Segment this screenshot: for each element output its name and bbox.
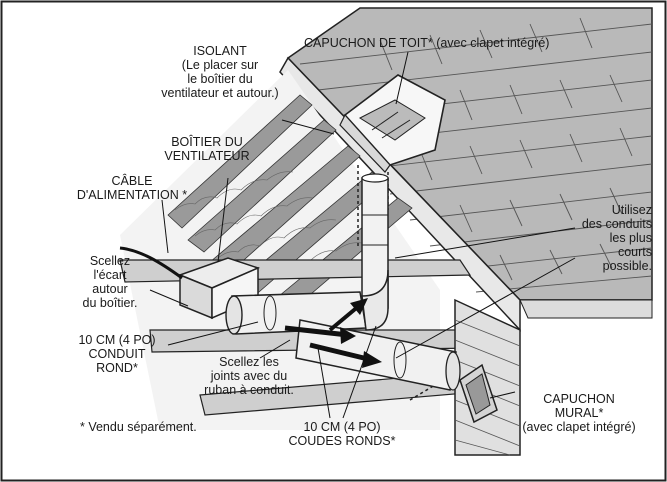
label-short-ducts-line-4: courts	[617, 245, 652, 259]
wall-cap	[459, 363, 498, 424]
airflow-arrows	[284, 298, 382, 368]
label-short-ducts-line-2: des conduits	[581, 217, 652, 231]
label-seal-gap-line-3: autour	[92, 282, 128, 296]
label-round-elbows: 10 CM (4 PO) COUDES RONDS*	[282, 420, 402, 448]
label-power-cable-line-1: CÂBLE	[111, 174, 153, 188]
fan-housing	[177, 257, 261, 320]
label-sold-separately: * Vendu séparément.	[80, 420, 197, 434]
label-roof-cap: CAPUCHON DE TOIT* (avec clapet intégré)	[304, 36, 550, 50]
label-round-duct: 10 CM (4 PO) CONDUIT ROND*	[62, 333, 172, 375]
label-wall-cap-line-1: CAPUCHON	[543, 392, 615, 406]
label-seal-joints-line-1: Scellez les	[219, 355, 279, 369]
label-insulation-line-1: ISOLANT	[193, 44, 247, 58]
label-wall-cap: CAPUCHON MURAL* (avec clapet intégré)	[504, 392, 654, 434]
label-short-ducts-line-1: Utilisez	[611, 203, 652, 217]
horizontal-duct	[225, 269, 461, 391]
label-seal-joints-line-2: joints avec du	[210, 369, 288, 383]
label-wall-cap-line-3: (avec clapet intégré)	[522, 420, 636, 434]
label-round-duct-line-3: ROND*	[96, 361, 138, 375]
leader-lines	[149, 51, 576, 419]
label-round-duct-line-1: 10 CM (4 PO)	[78, 333, 156, 347]
label-round-duct-line-2: CONDUIT	[88, 347, 146, 361]
label-seal-gap-line-2: l'écart	[93, 268, 127, 282]
label-power-cable-line-2: D'ALIMENTATION *	[76, 188, 188, 202]
label-wall-cap-line-2: MURAL*	[554, 406, 604, 420]
label-seal-gap-line-4: du boîtier.	[82, 296, 138, 310]
label-insulation-line-2: (Le placer sur	[181, 58, 259, 72]
label-seal-joints: Scellez les joints avec du ruban à condu…	[190, 355, 308, 397]
label-round-elbows-line-1: 10 CM (4 PO)	[303, 420, 381, 434]
label-short-ducts-line-5: possible.	[602, 259, 652, 273]
label-fan-housing-line-1: BOÎTIER DU	[171, 135, 243, 149]
roof-cap	[339, 74, 446, 173]
label-seal-joints-line-3: ruban à conduit.	[204, 383, 294, 397]
label-short-ducts-line-3: les plus	[609, 231, 652, 245]
label-short-ducts: Utilisez des conduits les plus courts po…	[560, 203, 652, 273]
power-cable	[119, 246, 183, 280]
label-insulation-line-4: ventilateur et autour.)	[161, 86, 279, 100]
label-fan-housing: BOÎTIER DU VENTILATEUR	[148, 135, 266, 163]
label-seal-gap-line-1: Scellez	[89, 254, 131, 268]
label-seal-gap: Scellez l'écart autour du boîtier.	[70, 254, 150, 310]
label-round-elbows-line-2: COUDES RONDS*	[288, 434, 396, 448]
label-insulation-line-3: le boîtier du	[187, 72, 253, 86]
label-insulation: ISOLANT (Le placer sur le boîtier du ven…	[150, 44, 290, 100]
label-power-cable: CÂBLE D'ALIMENTATION *	[72, 174, 192, 202]
label-fan-housing-line-2: VENTILATEUR	[164, 149, 250, 163]
